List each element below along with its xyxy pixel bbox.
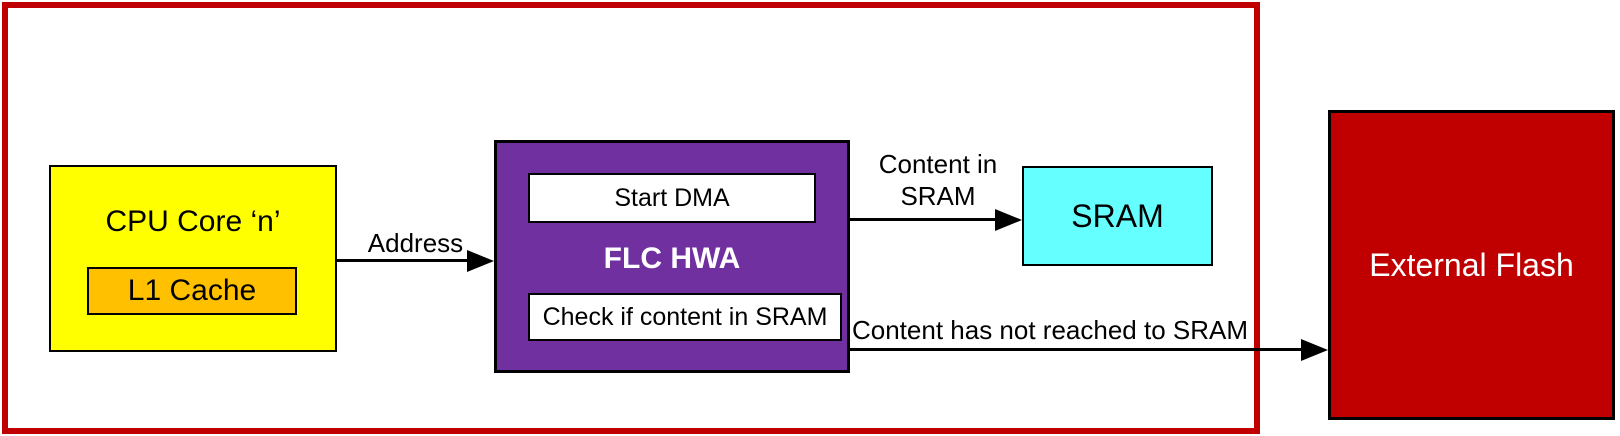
check-content-box: Check if content in SRAM	[528, 293, 842, 341]
flc-hwa-label: FLC HWA	[603, 242, 741, 275]
cpu-core-box: CPU Core ‘n’ L1 Cache	[49, 165, 337, 352]
external-flash-label: External Flash	[1369, 246, 1574, 283]
content-not-reached-arrow-line	[850, 348, 1302, 351]
address-arrow-line	[337, 259, 469, 262]
sram-label: SRAM	[1071, 197, 1164, 234]
sram-box: SRAM	[1022, 166, 1213, 266]
address-arrow-label: Address	[367, 228, 464, 258]
cpu-core-label: CPU Core ‘n’	[105, 205, 281, 238]
content-not-reached-arrow-head-icon	[1301, 339, 1328, 361]
content-in-sram-arrow-head-icon	[995, 209, 1022, 231]
l1-cache-box: L1 Cache	[87, 267, 297, 315]
check-content-label: Check if content in SRAM	[542, 302, 828, 331]
content-in-sram-arrow-label: Content in SRAM	[852, 148, 1024, 212]
address-arrow-head-icon	[467, 250, 494, 272]
content-in-sram-label-line1: Content in	[878, 149, 998, 179]
content-not-reached-arrow-label: Content has not reached to SRAM	[851, 315, 1248, 345]
start-dma-box: Start DMA	[528, 173, 816, 223]
content-in-sram-label-line2: SRAM	[900, 181, 976, 211]
system-boundary-border	[2, 2, 1260, 434]
flc-hwa-box: Start DMA FLC HWA Check if content in SR…	[494, 140, 850, 373]
external-flash-box: External Flash	[1328, 110, 1615, 420]
start-dma-label: Start DMA	[614, 183, 730, 212]
l1-cache-label: L1 Cache	[127, 274, 257, 307]
content-in-sram-arrow-line	[850, 218, 996, 221]
